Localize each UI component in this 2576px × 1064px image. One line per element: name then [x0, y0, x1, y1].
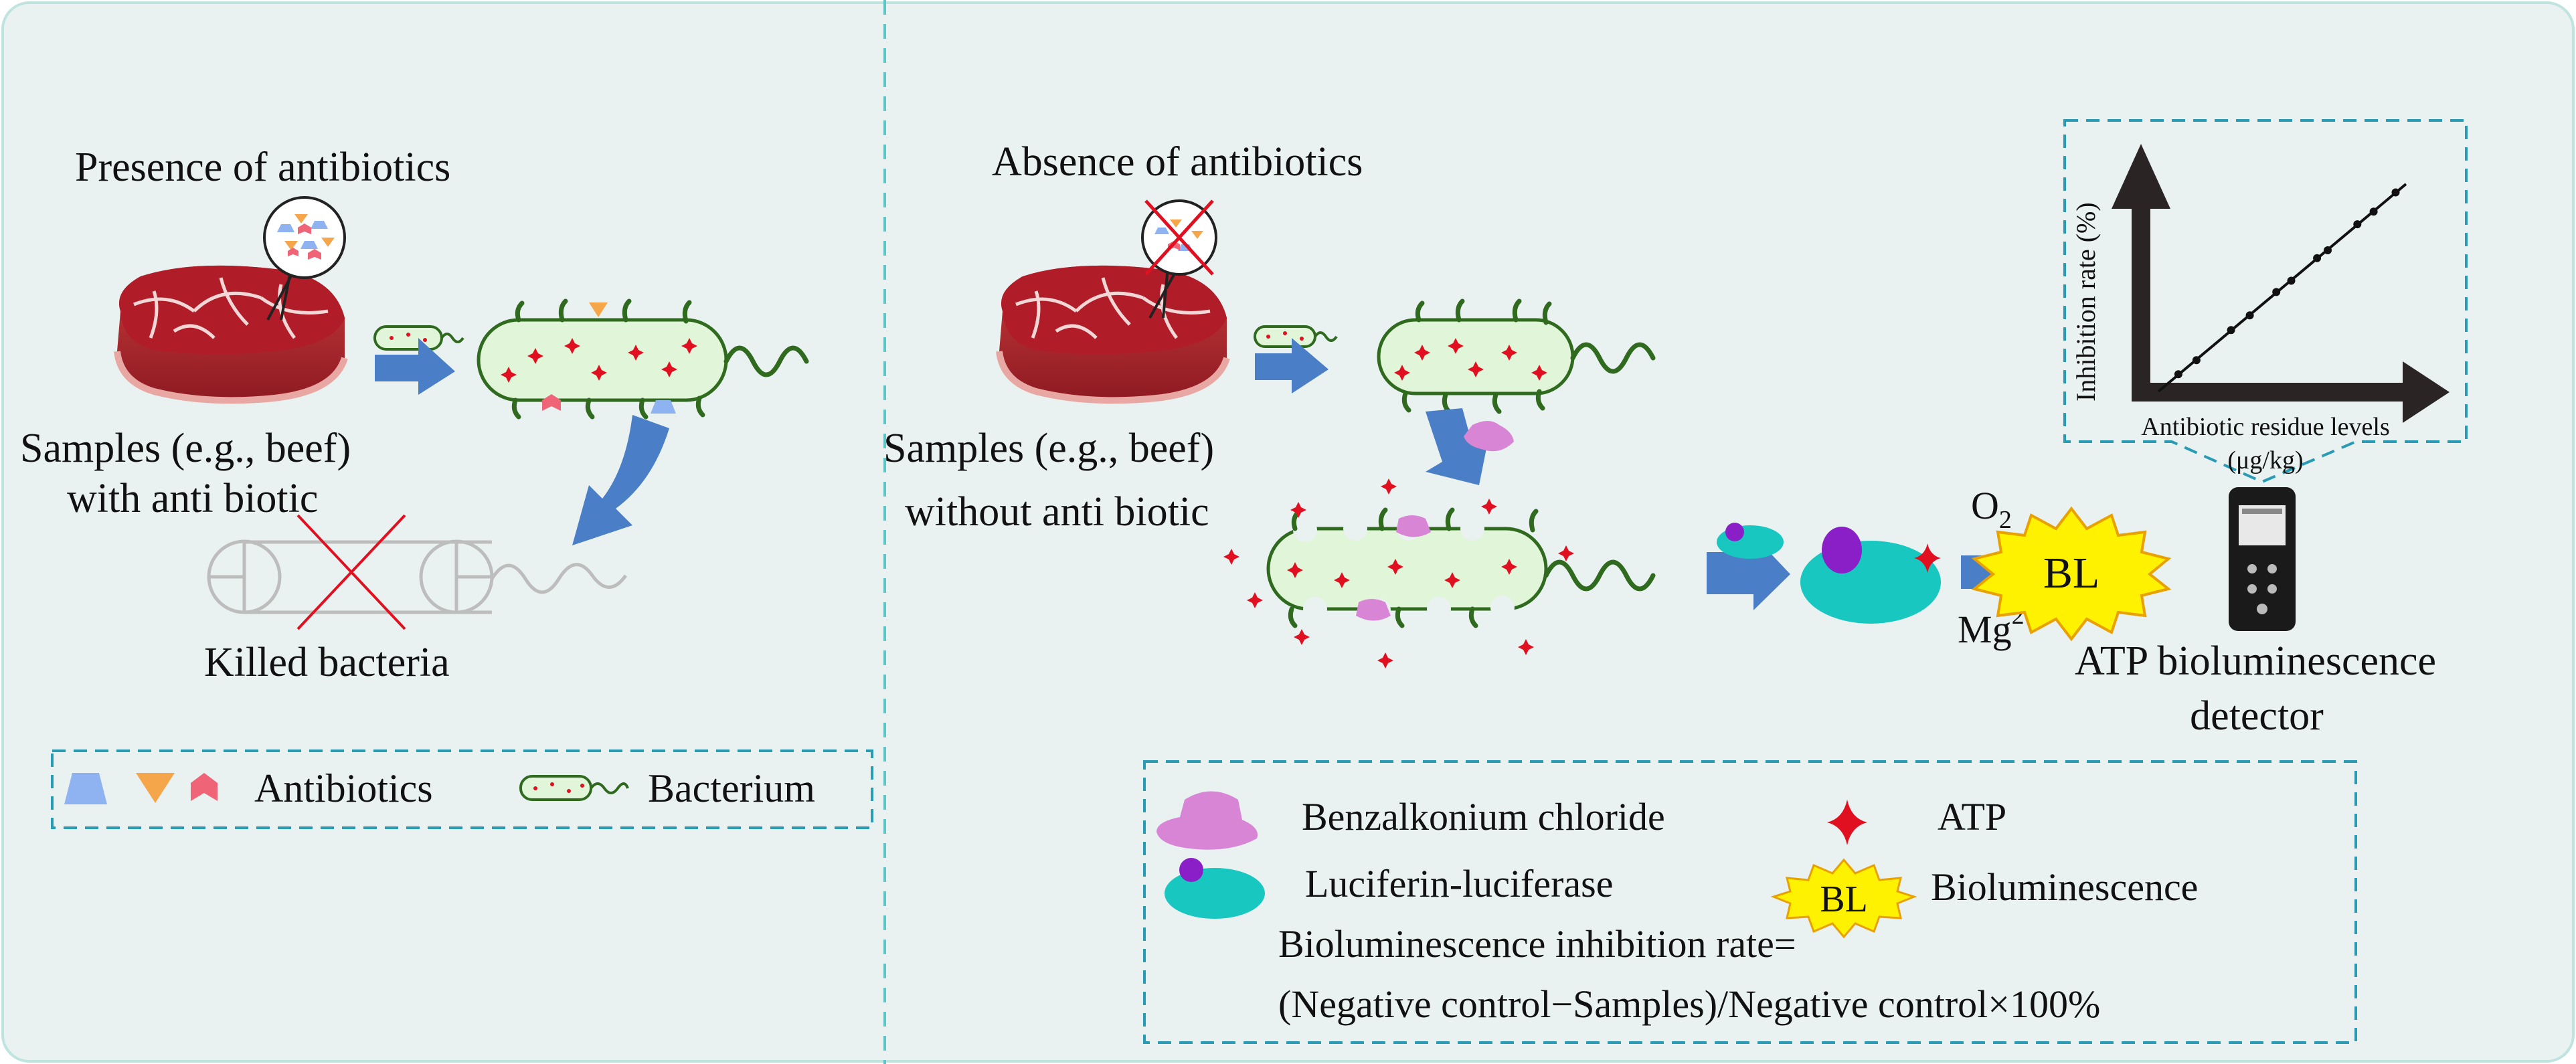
benzalkonium-shape-arrow [1464, 421, 1514, 452]
chart-point [2192, 356, 2201, 365]
bacterium-large-right [1377, 298, 1656, 414]
left-sample-label-2: with anti biotic [67, 476, 318, 521]
chart-point [2313, 254, 2322, 262]
killed-cross-icon [296, 514, 406, 630]
legend-luciferase-icon [1165, 868, 1265, 919]
small-bacterium-icon [373, 325, 464, 351]
legend-bl-label: BL [1820, 879, 1868, 920]
no-antibiotics-magnifier-icon [1141, 199, 1217, 319]
atp-detector-device-icon [2229, 487, 2296, 631]
legend-bacterium-label: Bacterium [648, 766, 815, 810]
antibiotics-magnifier-icon [263, 196, 346, 321]
o2-label: O2 [1971, 484, 2012, 534]
formula-line-1: Bioluminescence inhibition rate= [1278, 922, 1796, 966]
legend-luciferin-icon [1179, 858, 1203, 882]
legend-benzalkonium-label: Benzalkonium chloride [1302, 795, 1665, 838]
chart-axes [2112, 144, 2450, 423]
left-legend-box [51, 749, 873, 829]
legend-atp-icon [1827, 800, 1867, 845]
legend-benzalkonium-icon [1156, 791, 1258, 850]
right-sample-label-1: Samples (e.g., beef) [883, 426, 1214, 471]
legend-bioluminescence-label: Bioluminescence [1931, 865, 2198, 909]
luciferin-small-icon [1725, 523, 1744, 541]
left-sample-label-1: Samples (e.g., beef) [20, 426, 351, 471]
legend-atp-label: ATP [1938, 795, 2006, 838]
legend-bl-burst-icon: BL [1770, 858, 1917, 939]
detector-label-2: detector [2190, 693, 2324, 739]
left-heading: Presence of antibiotics [75, 145, 450, 190]
antibiotic-trapezoid-icon [64, 773, 107, 804]
arrow-to-bacterium [375, 338, 455, 395]
beef-sample-icon [117, 266, 345, 400]
detector-label-1: ATP bioluminescence [2075, 638, 2436, 684]
chart-point [2272, 288, 2281, 296]
right-sample-label-2: without anti biotic [905, 489, 1209, 535]
luciferase-atp-complex [1800, 541, 1941, 624]
legend-bacterium-icon [519, 775, 629, 801]
arrow-down-benzalkonium [1426, 408, 1489, 485]
chart-xlabel-1: Antibiotic residue levels [2141, 413, 2389, 441]
chart-callout-box [2063, 119, 2468, 484]
right-legend-box [1143, 760, 2357, 1044]
chart-points [2174, 188, 2400, 379]
beef-sample-no-antibiotic-icon [999, 266, 1227, 400]
arrow-to-killed [572, 415, 669, 545]
small-bacterium-right-icon [1254, 325, 1338, 348]
released-atp-stars [1223, 478, 1574, 669]
bioluminescence-burst-icon: BL [1971, 506, 2172, 642]
chart-point [2391, 188, 2400, 197]
luciferin-icon [1822, 527, 1862, 573]
chart-point [2353, 220, 2362, 229]
formula-line-2: (Negative control−Samples)/Negative cont… [1278, 982, 2100, 1026]
killed-bacteria-label: Killed bacteria [204, 640, 450, 685]
antibiotic-triangle-icon [136, 773, 175, 803]
chart-point [2245, 311, 2254, 320]
chart-point [2369, 207, 2378, 216]
chart-point [2174, 370, 2182, 379]
antibiotic-chevron-icon [191, 773, 218, 801]
chart-xlabel-2: (μg/kg) [2227, 446, 2303, 474]
legend-antibiotics-label: Antibiotics [254, 766, 433, 810]
chart-ylabel: Inhibition rate (%) [2071, 202, 2101, 402]
bl-burst-label: BL [2043, 549, 2099, 598]
arrow-to-bacterium-right [1255, 338, 1328, 393]
chart-point [2227, 326, 2235, 335]
killed-bacteria-icon [207, 539, 628, 614]
lysed-bacterium [1266, 507, 1656, 628]
right-heading: Absence of antibiotics [992, 139, 1363, 185]
legend-luciferase-label: Luciferin-luciferase [1305, 862, 1614, 905]
chart-point [2324, 246, 2332, 254]
bacterium-large-left [477, 298, 809, 420]
atp-star-icon [1914, 543, 1941, 573]
chart-point [2287, 276, 2296, 285]
chart-regression-line [2157, 183, 2407, 393]
